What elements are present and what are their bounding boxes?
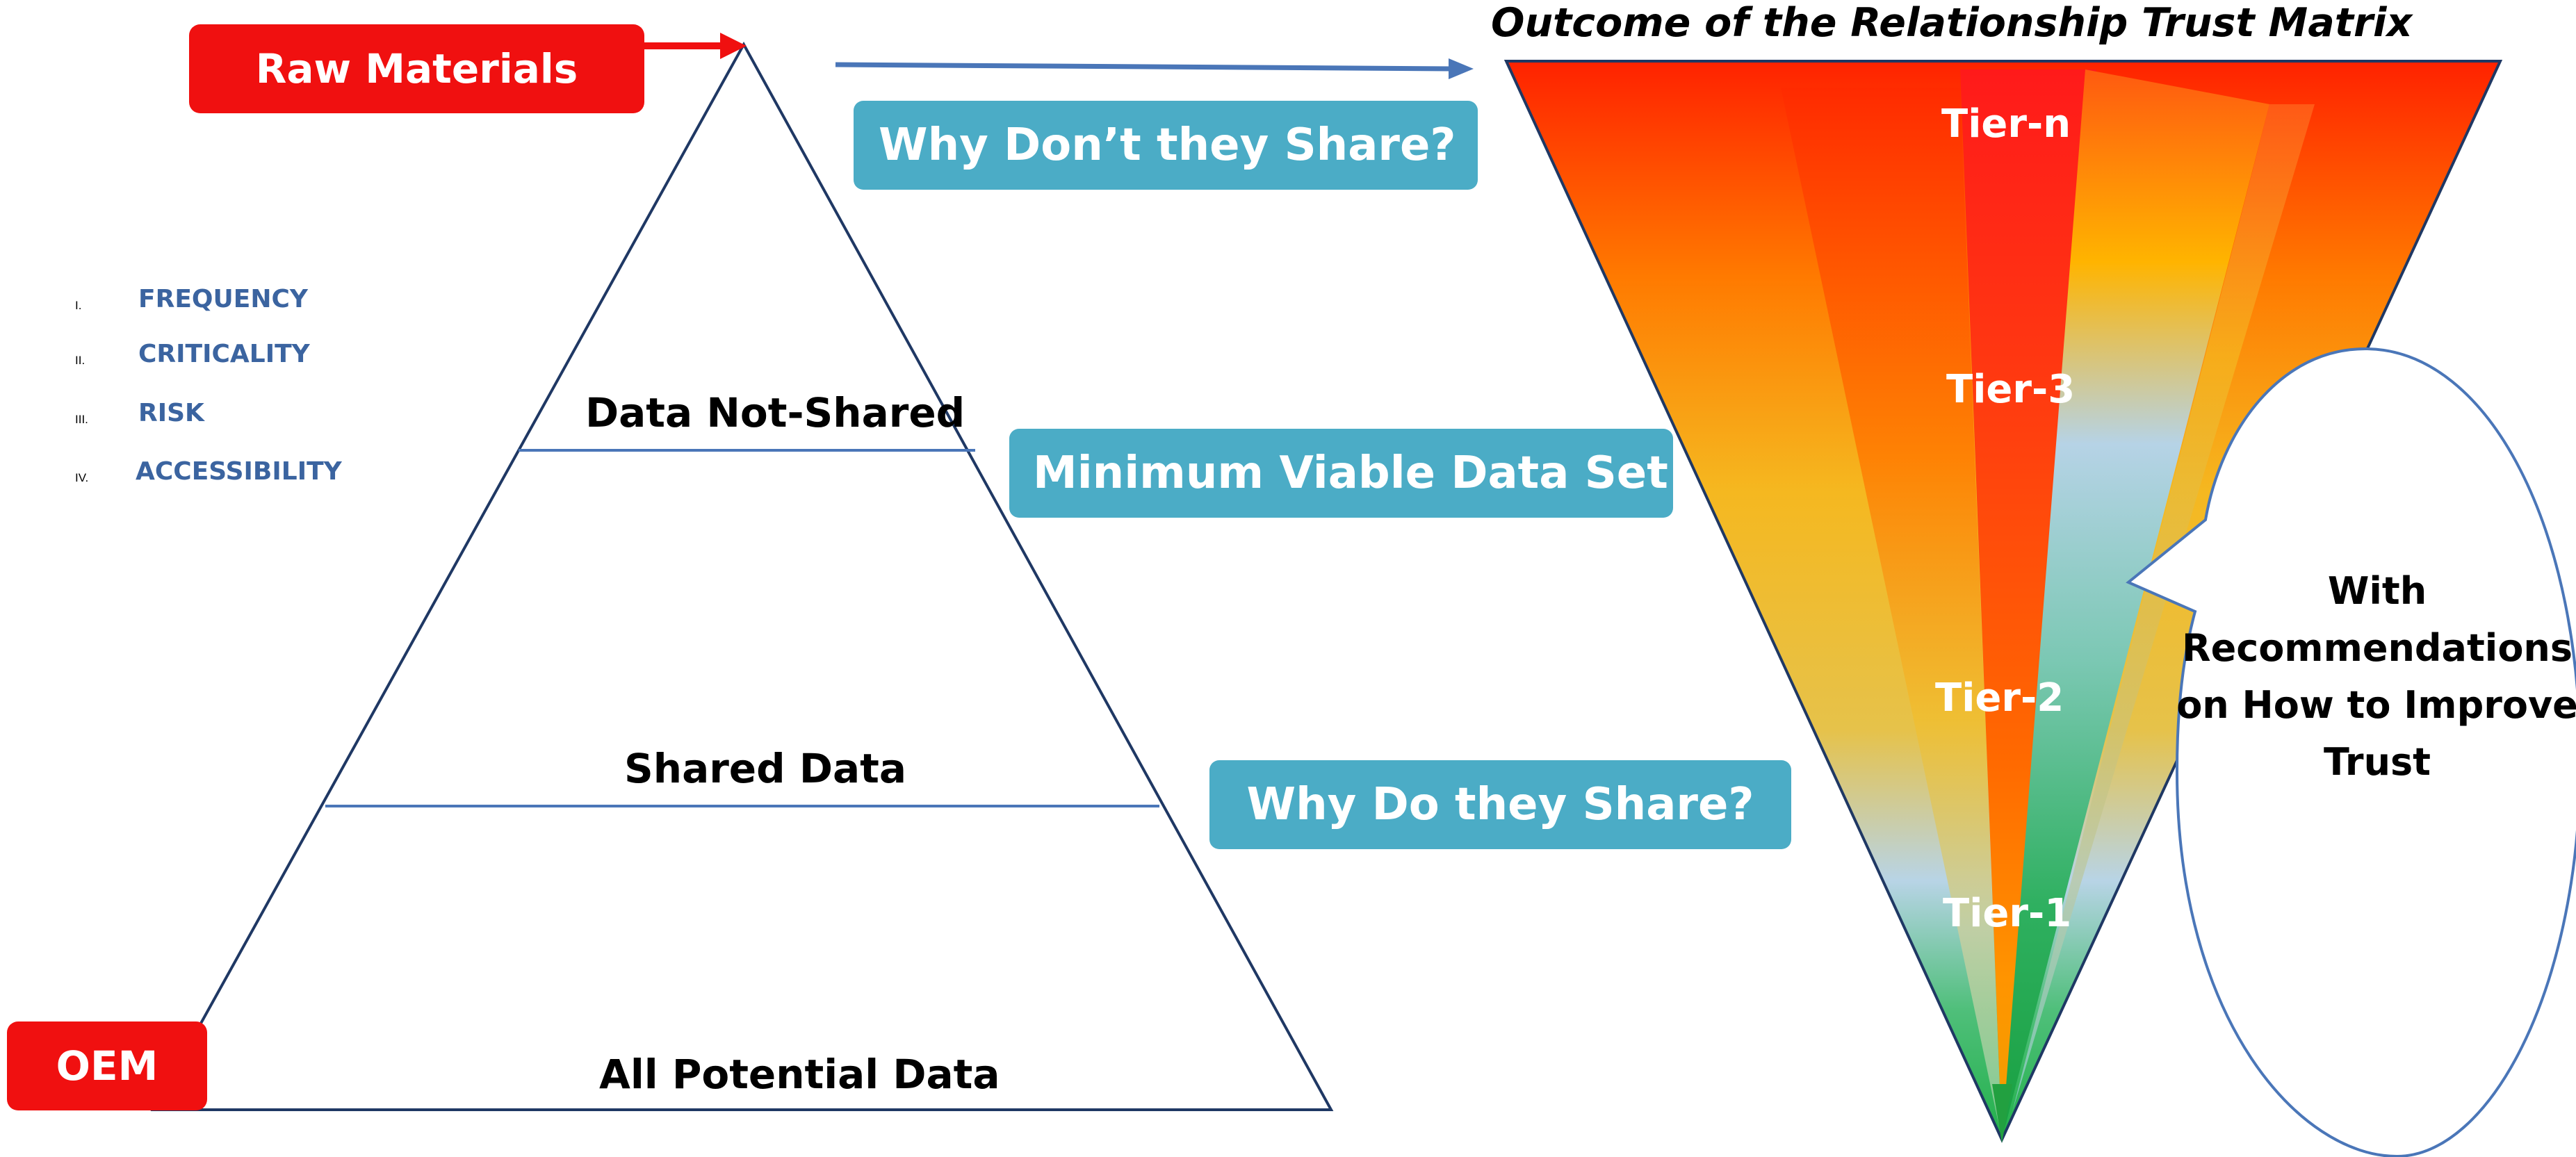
funnel-ray-right xyxy=(2012,104,2315,1112)
why-do-share-label: Why Do they Share? xyxy=(1246,779,1754,830)
criteria-numeral: II. xyxy=(75,354,85,367)
funnel-ray-red xyxy=(1960,69,2096,1140)
tier-label: Tier-1 xyxy=(1943,891,2072,936)
criteria-label: RISK xyxy=(138,399,204,427)
pyramid-bottom-label: All Potential Data xyxy=(599,1051,1000,1098)
tier-label: Tier-2 xyxy=(1935,675,2064,721)
page-title: Outcome of the Relationship Trust Matrix xyxy=(1491,0,2413,46)
oem-label: OEM xyxy=(56,1042,158,1090)
funnel-ray-green xyxy=(2002,69,2269,1140)
why-dont-share-callout: Why Don’t they Share? xyxy=(854,101,1478,190)
funnel-arrowhead xyxy=(1449,58,1474,79)
bubble-line: Recommendations xyxy=(2181,626,2573,670)
why-do-share-callout: Why Do they Share? xyxy=(1209,760,1791,849)
pyramid-outline xyxy=(150,41,1334,1111)
funnel-arrow xyxy=(835,62,1453,72)
bubble-line: With xyxy=(2327,569,2427,613)
oem-box: OEM xyxy=(7,1021,207,1110)
raw-materials-box: Raw Materials xyxy=(189,24,644,113)
pyramid-top-label: Data Not-Shared xyxy=(585,389,965,436)
minimum-viable-data-label: Minimum Viable Data Set xyxy=(1033,448,1668,499)
tier-label: Tier-n xyxy=(1941,101,2071,147)
raw-materials-arrowhead xyxy=(720,33,747,59)
minimum-viable-data-callout: Minimum Viable Data Set xyxy=(1009,429,1673,518)
criteria-numeral: III. xyxy=(75,413,88,426)
criteria-label: CRITICALITY xyxy=(138,340,310,368)
raw-materials-label: Raw Materials xyxy=(255,45,578,92)
bubble-line: on How to Improve xyxy=(2176,683,2576,727)
criteria-label: ACCESSIBILITY xyxy=(136,457,342,486)
bubble-line: Trust xyxy=(2324,740,2431,784)
recommendations-text: With Recommendations on How to Improve T… xyxy=(2169,563,2576,791)
why-dont-share-label: Why Don’t they Share? xyxy=(879,120,1456,171)
criteria-label: FREQUENCY xyxy=(138,285,308,313)
tier-label: Tier-3 xyxy=(1946,367,2076,412)
funnel-ray-left xyxy=(1781,88,2002,1140)
recommendations-bubble xyxy=(2126,347,2576,1157)
criteria-numeral: IV. xyxy=(75,471,89,484)
funnel-tip xyxy=(1992,1084,2012,1143)
pyramid-middle-label: Shared Data xyxy=(624,745,906,792)
criteria-numeral: I. xyxy=(75,299,82,312)
